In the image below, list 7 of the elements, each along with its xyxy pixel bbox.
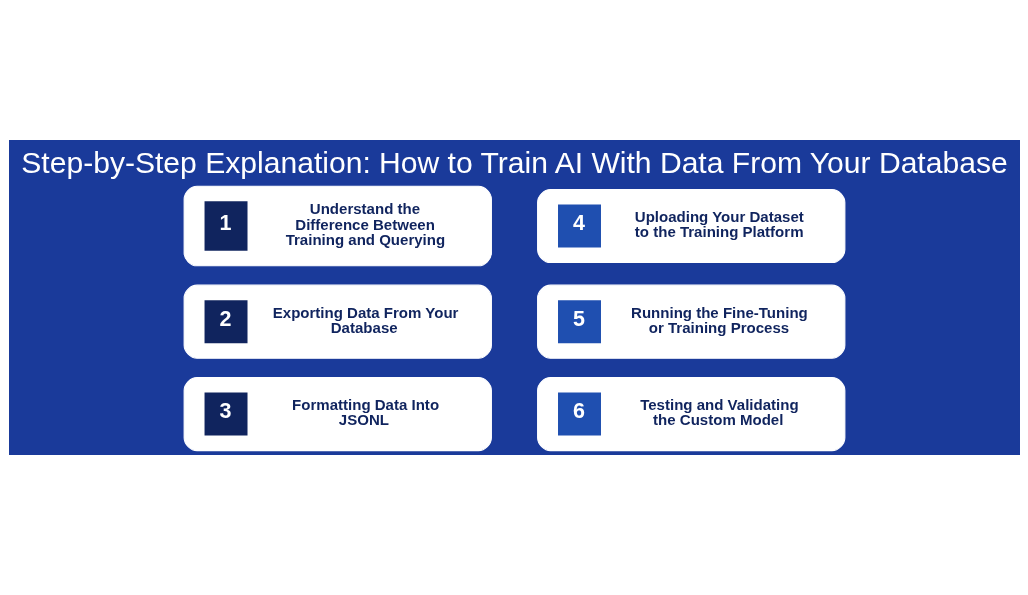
- node-box: 2 Exporting Data From Your Database: [183, 284, 492, 359]
- node-box: 6 Testing and Validating the Custom Model: [536, 377, 845, 452]
- diagram-title: Step-by-Step Explanation: How to Train AI With Data From Your Database: [20, 145, 1008, 179]
- node-box: 4 Uploading Your Dataset to the Training Platform: [536, 189, 845, 264]
- node-box: 1 Understand the Difference Between Training and Querying: [183, 185, 492, 267]
- node-box: 5 Running the Fine-Tuning or Training Process: [536, 284, 845, 359]
- node-box: 3 Formatting Data Into JSONL: [183, 377, 492, 452]
